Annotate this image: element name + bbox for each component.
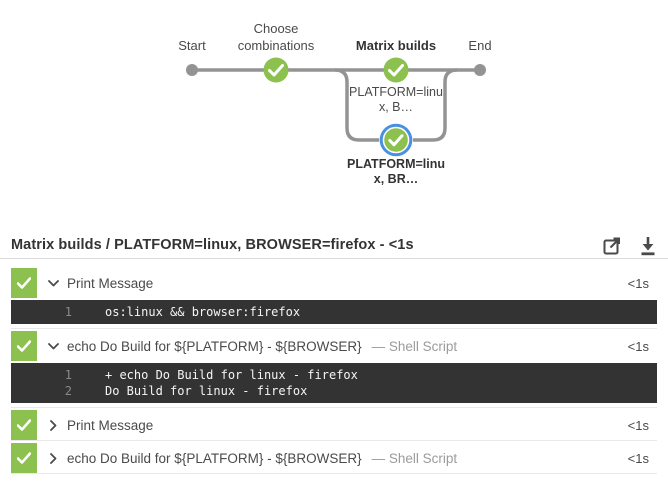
- step-row: Print Message <1s: [11, 410, 657, 441]
- stage-label-matrix-builds: Matrix builds: [331, 37, 461, 54]
- step-label: Print Message: [67, 417, 154, 433]
- branch-label-line: PLATFORM=linu: [349, 85, 443, 99]
- header-divider: [0, 258, 668, 259]
- step-header[interactable]: Print Message <1s: [11, 268, 657, 298]
- stage-node-matrix-builds[interactable]: [383, 57, 409, 83]
- step-row: echo Do Build for ${PLATFORM} - ${BROWSE…: [11, 331, 657, 408]
- success-check-icon: [268, 64, 284, 77]
- step-status-success: [11, 443, 37, 473]
- step-status-success: [11, 331, 37, 361]
- check-icon: [17, 277, 31, 289]
- stage-node-choose-combinations[interactable]: [263, 57, 289, 83]
- start-node-dot: [186, 64, 198, 76]
- console-log: 1 + echo Do Build for linux - firefox 2 Do…: [11, 363, 657, 403]
- console-log: 1 os:linux && browser:firefox: [11, 300, 657, 324]
- chevron-right-icon[interactable]: [50, 419, 57, 431]
- step-duration: <1s: [627, 275, 649, 291]
- console-line: 1 + echo Do Build for linux - firefox: [11, 367, 657, 383]
- pipeline-graph-canvas: [186, 57, 486, 157]
- step-row: Print Message <1s 1 os:linux && browser:f…: [11, 268, 657, 329]
- step-meta: — Shell Script: [371, 338, 458, 354]
- stage-label-line: Matrix builds: [355, 38, 437, 53]
- success-check-icon: [388, 134, 404, 147]
- stage-label-line: End: [468, 38, 492, 53]
- end-node-dot: [474, 64, 486, 76]
- step-header[interactable]: echo Do Build for ${PLATFORM} - ${BROWSE…: [11, 443, 657, 473]
- download-icon[interactable]: [639, 235, 657, 256]
- step-duration: <1s: [627, 338, 649, 354]
- step-duration: <1s: [627, 417, 649, 433]
- branch-label-line: PLATFORM=linu: [346, 157, 446, 171]
- line-number: 1: [64, 368, 72, 382]
- step-header[interactable]: Print Message <1s: [11, 410, 657, 440]
- result-actions: [602, 235, 657, 256]
- step-main: Print Message <1s: [37, 268, 657, 298]
- branch-label-selected: PLATFORM=linu x, BR…: [346, 157, 446, 187]
- stage-label-line: combinations: [237, 38, 315, 53]
- result-header: Matrix builds / PLATFORM=linux, BROWSER=…: [0, 232, 668, 258]
- step-main: echo Do Build for ${PLATFORM} - ${BROWSE…: [37, 331, 657, 361]
- step-status-success: [11, 268, 37, 298]
- step-list: Print Message <1s 1 os:linux && browser:f…: [0, 259, 668, 474]
- console-line: 2 Do Build for linux - firefox: [11, 383, 657, 399]
- line-number: 1: [64, 305, 72, 319]
- check-icon: [17, 340, 31, 352]
- pipeline-graph: Start Choose combinations Matrix builds …: [0, 0, 668, 232]
- chevron-down-icon[interactable]: [48, 279, 59, 287]
- line-text: + echo Do Build for linux - firefox: [105, 368, 358, 382]
- step-label: echo Do Build for ${PLATFORM} - ${BROWSE…: [67, 450, 362, 466]
- step-main: Print Message <1s: [37, 410, 657, 440]
- line-number: 2: [64, 384, 72, 398]
- chevron-down-icon[interactable]: [48, 342, 59, 350]
- success-check-icon: [388, 64, 404, 77]
- result-title: Matrix builds / PLATFORM=linux, BROWSER=…: [11, 237, 414, 253]
- check-icon: [17, 452, 31, 464]
- step-label: Print Message: [67, 275, 154, 291]
- step-meta: — Shell Script: [371, 450, 458, 466]
- stage-label-line: Choose: [253, 21, 299, 36]
- stage-label-choose-combinations: Choose combinations: [211, 20, 341, 54]
- selected-ring: [379, 123, 413, 157]
- step-label: echo Do Build for ${PLATFORM} - ${BROWSE…: [67, 338, 362, 354]
- stage-label-line: Start: [178, 38, 206, 53]
- branch-label-line: x, BR…: [373, 172, 419, 186]
- open-in-new-window-icon[interactable]: [602, 235, 622, 256]
- branch-node-selected[interactable]: [379, 123, 413, 157]
- line-text: os:linux && browser:firefox: [105, 305, 301, 319]
- line-text: Do Build for linux - firefox: [105, 384, 308, 398]
- pipeline-result-view: Start Choose combinations Matrix builds …: [0, 0, 668, 474]
- stage-label-end: End: [415, 37, 545, 54]
- check-icon: [17, 419, 31, 431]
- console-line: 1 os:linux && browser:firefox: [11, 304, 657, 320]
- branch-label-line: x, B…: [378, 100, 414, 114]
- chevron-right-icon[interactable]: [50, 452, 57, 464]
- step-main: echo Do Build for ${PLATFORM} - ${BROWSE…: [37, 443, 657, 473]
- branch-label: PLATFORM=linu x, B…: [346, 85, 446, 115]
- step-header[interactable]: echo Do Build for ${PLATFORM} - ${BROWSE…: [11, 331, 657, 361]
- step-status-success: [11, 410, 37, 440]
- step-row: echo Do Build for ${PLATFORM} - ${BROWSE…: [11, 443, 657, 474]
- step-duration: <1s: [627, 450, 649, 466]
- stage-label-start: Start: [127, 37, 257, 54]
